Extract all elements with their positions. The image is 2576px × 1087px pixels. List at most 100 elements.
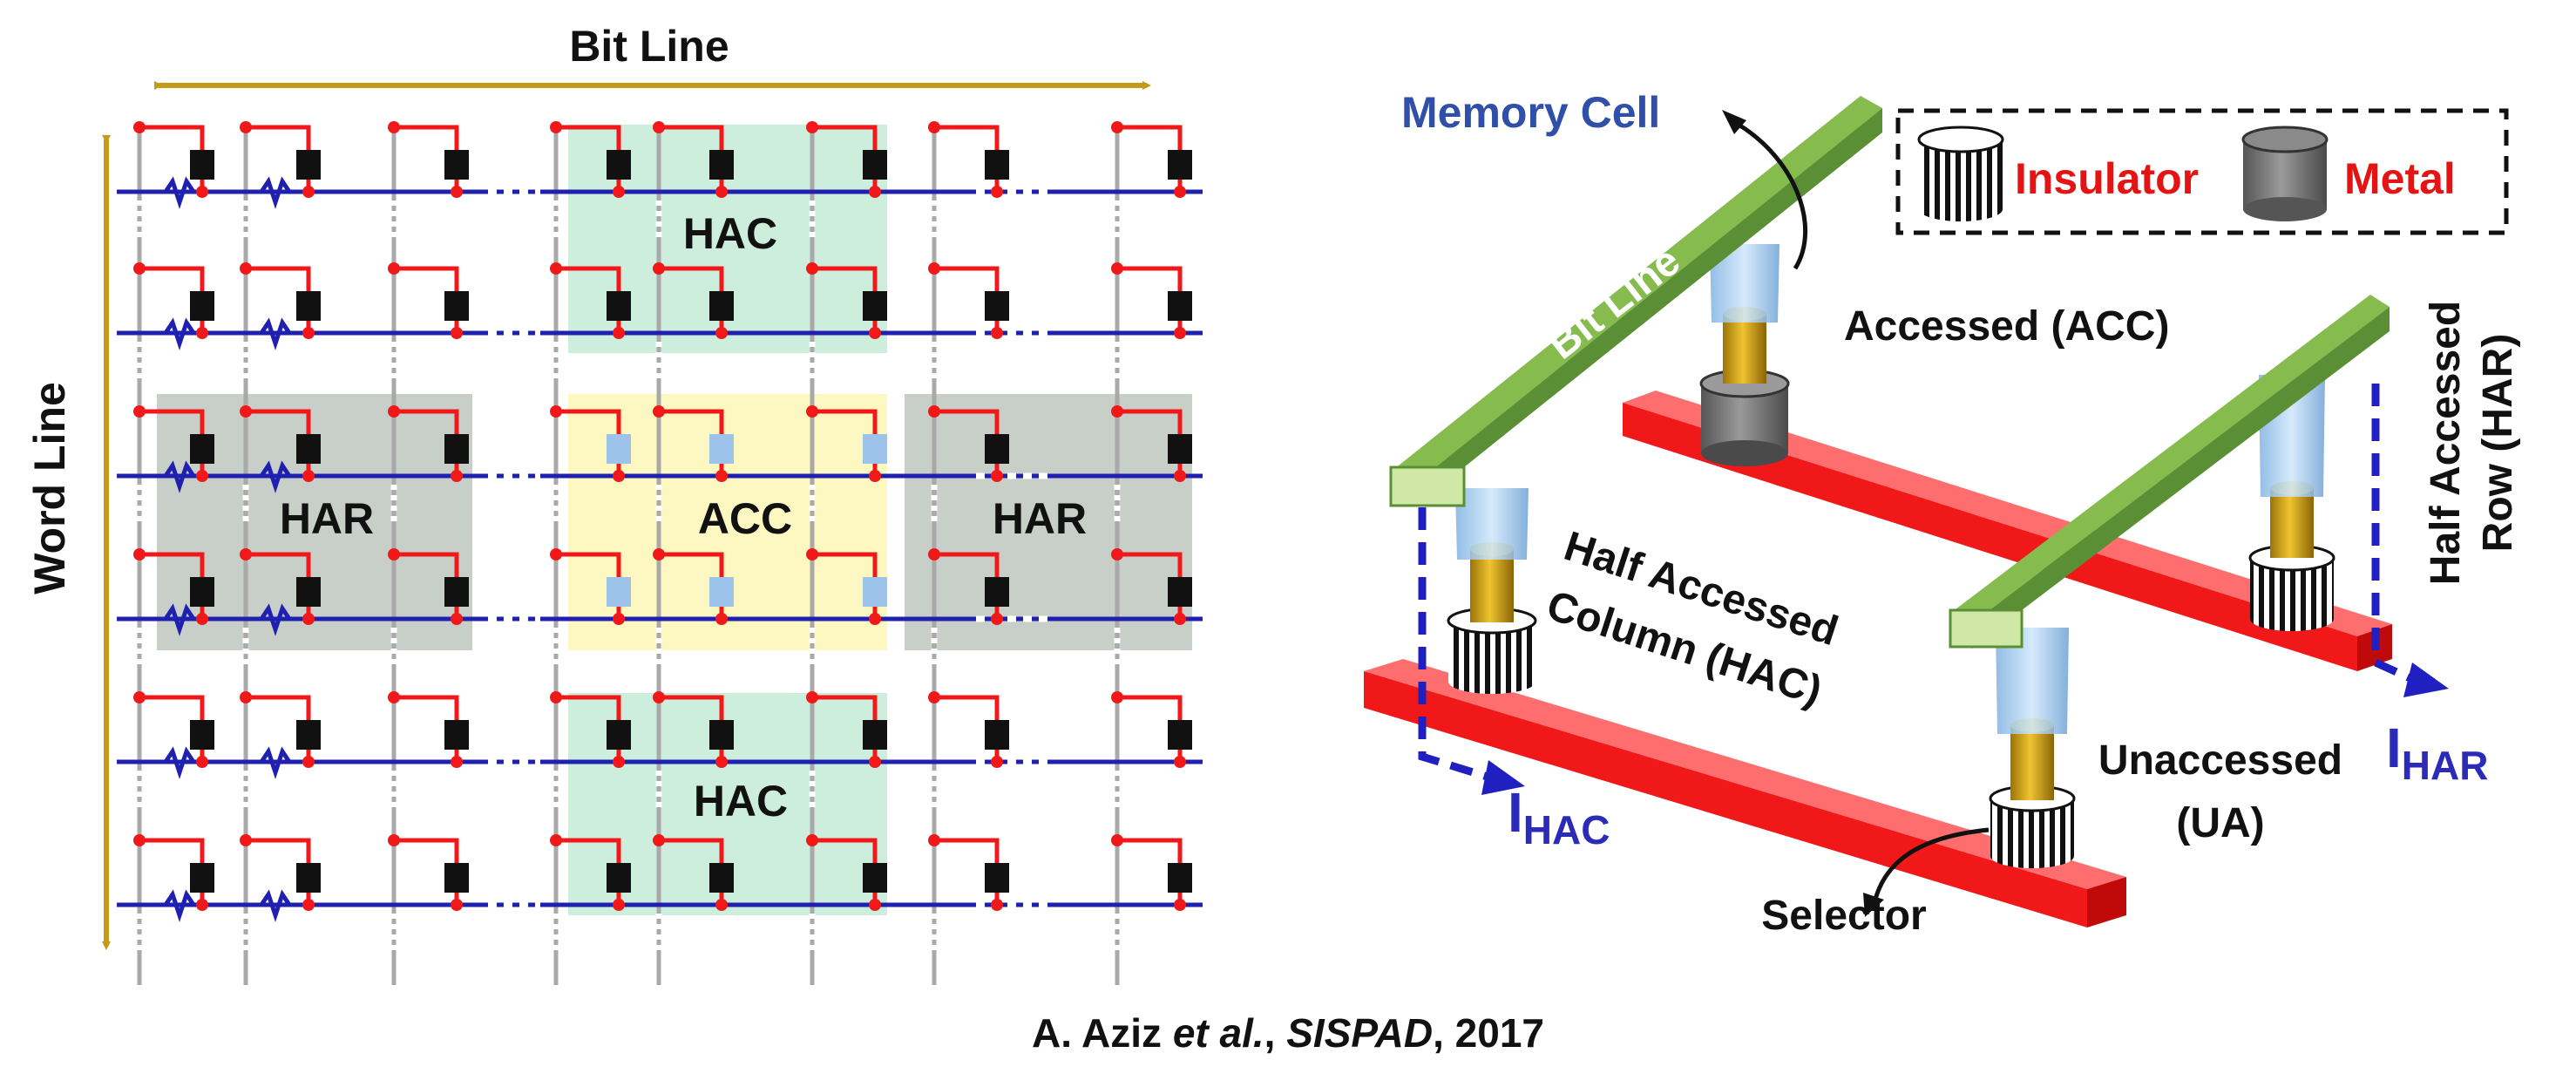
har-cell [2248,375,2335,631]
i-hac-arrowhead [1481,760,1525,795]
wire-resistor [163,460,196,493]
memory-device [444,291,469,321]
cell-stub [812,838,878,863]
cell-node [715,470,728,482]
metal-legend-icon [2241,126,2329,221]
word-lines [117,176,1203,922]
memory-device [296,720,321,750]
cell-node [451,756,463,768]
legend-metal: Metal [2344,154,2456,203]
cell-node [991,470,1003,482]
memory-device [190,150,214,180]
memory-device [444,720,469,750]
cell-stub [556,125,621,150]
wire-resistor [163,317,196,350]
cell-stub [1117,266,1183,291]
cell-node [133,691,146,703]
selector-label: Selector [1761,893,1926,939]
cell-stub [812,409,878,434]
cell-stub [556,266,621,291]
cell-node [991,756,1003,768]
memory-device [190,577,214,607]
cell-stub [812,125,878,150]
cell-node [240,121,252,133]
cell-node [550,121,562,133]
memory-device [863,863,887,893]
cell-node [388,262,400,275]
acc-label: ACC [698,494,792,543]
cell-stub [394,266,459,291]
i-hac-label: IHAC [1508,781,1610,853]
citation: A. Aziz et al., SISPAD, 2017 [1031,1010,1544,1056]
cell-node [715,613,728,625]
cell-node [1111,262,1123,275]
cell-stub [246,125,311,150]
cell-node [806,548,818,560]
cell-node [388,121,400,133]
cell-stub [1117,552,1183,577]
memory-device [296,434,321,464]
cell-stub [139,838,205,863]
cell-node [196,756,208,768]
cell-node [302,613,315,625]
cell-stub [934,695,1000,720]
cell-node [302,756,315,768]
har-label-line2: Row (HAR) [2475,334,2521,553]
cell-node [806,121,818,133]
cell-node [715,186,728,198]
cell-node [550,548,562,560]
cell-stub [934,125,1000,150]
cell-node [991,186,1003,198]
cell-node [928,548,940,560]
cell-node [1174,613,1186,625]
bit-line-label: Bit Line [569,22,729,71]
cell-node [451,327,463,339]
cell-3d-schematic: Insulator Metal Word Line [1364,88,2521,939]
cell-node [653,691,665,703]
cell-stub [556,552,621,577]
hac-cell [1447,488,1537,694]
wire-resistor [163,746,196,779]
memory-device [863,720,887,750]
har-label-right: HAR [993,494,1087,543]
cell-node [388,548,400,560]
memory-device [296,577,321,607]
memory-device [985,434,1009,464]
cell-node [928,405,940,418]
cell-node [133,834,146,846]
unaccessed-label-line2: (UA) [2176,800,2264,846]
cell-stub [246,266,311,291]
memory-device [190,720,214,750]
har-label-line1: Half Accessed [2423,301,2469,585]
cell-node [869,470,881,482]
hac-label-bottom: HAC [694,777,788,825]
memory-device [1168,150,1192,180]
memory-device [985,577,1009,607]
cell-node [1111,405,1123,418]
wire-resistor [259,603,292,636]
cell-node [388,834,400,846]
memory-device [444,863,469,893]
cell-stub [394,838,459,863]
cell-node [806,262,818,275]
cell-node [653,262,665,275]
cell-node [1174,756,1186,768]
memory-device [1168,577,1192,607]
cell-node [715,899,728,911]
cell-node [869,186,881,198]
cell-node [613,756,625,768]
cell-node [550,691,562,703]
cell-stub [934,266,1000,291]
cell-node [806,834,818,846]
unaccessed-label-line1: Unaccessed [2098,737,2342,784]
memory-device [190,434,214,464]
cell-stub [139,695,205,720]
cell-node [196,899,208,911]
cell-stub [659,409,724,434]
cell-node [928,121,940,133]
cell-node [613,613,625,625]
accessed-cell [1699,244,1790,466]
cell-node [1174,899,1186,911]
cell-node [196,470,208,482]
